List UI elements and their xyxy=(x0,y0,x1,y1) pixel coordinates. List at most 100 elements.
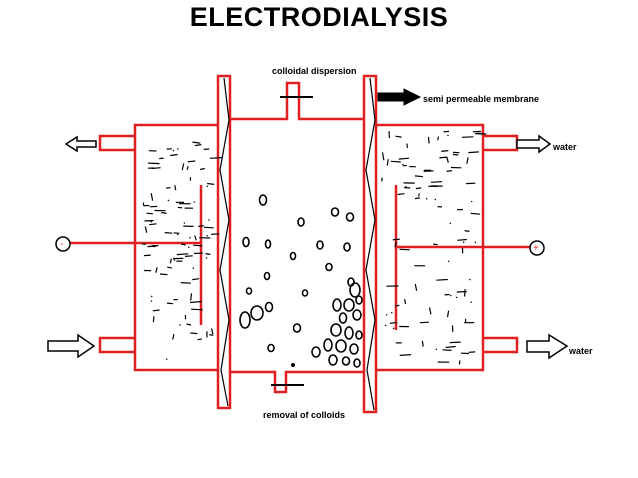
ion-dash xyxy=(447,134,449,137)
ion-dash xyxy=(152,316,155,323)
ion-dash xyxy=(381,152,385,161)
ion-dash xyxy=(150,220,153,223)
ion-dash xyxy=(209,157,222,159)
ion-dash xyxy=(447,260,450,263)
ion-dash xyxy=(384,324,387,327)
ion-dash xyxy=(415,187,422,190)
ion-dash xyxy=(192,278,200,281)
ion-dash xyxy=(150,193,154,201)
hollow-arrow-icon-water-inlet xyxy=(526,333,569,360)
left-bottom-port xyxy=(98,336,135,354)
ion-dash xyxy=(205,257,208,259)
ion-dash xyxy=(406,143,408,148)
ion-dash xyxy=(434,198,437,201)
ion-dash xyxy=(166,302,174,305)
ion-dash xyxy=(427,136,430,144)
ion-dash xyxy=(164,232,173,234)
ion-dash xyxy=(149,223,157,226)
ion-dash xyxy=(152,309,160,312)
right-membrane-frame xyxy=(362,74,378,414)
ion-dash xyxy=(470,200,473,203)
ion-dash xyxy=(401,163,404,166)
ion-dash xyxy=(207,182,215,185)
ion-dash xyxy=(430,181,443,183)
negative-terminal: - xyxy=(55,236,71,252)
right-membrane-zigzag xyxy=(365,77,376,411)
ion-dash xyxy=(399,248,410,251)
left-arrow-icon xyxy=(64,135,97,153)
ion-dash xyxy=(206,185,209,188)
ion-dash xyxy=(449,294,452,297)
ion-dash xyxy=(176,233,179,236)
ion-dash xyxy=(176,253,189,256)
ion-dash xyxy=(446,157,449,163)
ion-dash xyxy=(198,225,204,227)
ion-dash xyxy=(441,150,449,152)
ion-dash xyxy=(172,333,175,340)
ion-dash xyxy=(150,300,153,302)
ion-dash xyxy=(179,323,182,326)
diagram-title: ELECTRODIALYSIS xyxy=(189,2,449,32)
ion-dash xyxy=(394,241,397,248)
right-top-port xyxy=(483,134,519,152)
ion-dash xyxy=(474,241,477,244)
ion-dash xyxy=(143,254,151,257)
ion-dash xyxy=(455,296,458,299)
ion-dash xyxy=(146,212,153,215)
ion-dash xyxy=(189,236,191,239)
ion-dash xyxy=(183,222,186,224)
ion-dash xyxy=(470,301,473,304)
left-compartment-ions xyxy=(141,141,222,361)
ion-dash xyxy=(149,245,156,248)
ion-dash xyxy=(148,162,160,165)
right-compartment-ions xyxy=(381,130,487,365)
ion-dash xyxy=(464,289,466,297)
ion-dash xyxy=(437,136,440,141)
left-outer-wall xyxy=(133,123,218,148)
hollow-arrow-icon xyxy=(47,333,96,359)
ion-dash xyxy=(439,156,448,159)
ion-dash xyxy=(144,226,148,233)
ion-dash xyxy=(389,321,398,324)
membrane-pointer-arrow-icon xyxy=(377,88,422,106)
ion-dash xyxy=(436,278,448,281)
ion-dash xyxy=(381,177,383,182)
ion-dash xyxy=(190,332,198,335)
ion-dash xyxy=(462,241,465,244)
ion-dash xyxy=(472,130,482,133)
ion-dash xyxy=(187,246,190,249)
ion-dash xyxy=(167,199,170,202)
ion-dash xyxy=(385,313,388,316)
ion-dash xyxy=(442,349,452,351)
ion-dash xyxy=(404,298,407,305)
ion-dash xyxy=(392,327,395,330)
ion-dash xyxy=(197,338,202,341)
ion-dash xyxy=(173,259,176,261)
ion-dash xyxy=(205,253,211,255)
ion-dash xyxy=(144,219,154,222)
ion-dash xyxy=(449,222,452,225)
left-membrane-zigzag xyxy=(219,77,230,407)
ion-dash xyxy=(193,244,203,247)
label-removal-of-colloids: removal of colloids xyxy=(263,410,346,420)
ion-dash xyxy=(390,160,401,163)
ion-dash xyxy=(458,360,461,365)
ion-dash xyxy=(189,300,202,304)
ion-dash xyxy=(176,147,179,150)
ion-dash xyxy=(433,243,438,246)
ion-dash xyxy=(190,293,193,301)
ion-dash xyxy=(470,212,481,215)
ion-dash xyxy=(170,153,178,157)
label-colloidal-dispersion: colloidal dispersion xyxy=(272,66,357,76)
ion-dash xyxy=(173,232,180,234)
ion-dash xyxy=(428,307,432,315)
ion-dash xyxy=(169,258,172,264)
ion-dash xyxy=(192,267,195,270)
ion-dash xyxy=(155,267,158,273)
ion-dash xyxy=(435,348,438,351)
ion-dash xyxy=(172,149,175,152)
ion-dash xyxy=(414,283,418,291)
ion-dash xyxy=(181,243,186,246)
ion-dash xyxy=(392,238,400,241)
left-top-port xyxy=(98,134,135,152)
